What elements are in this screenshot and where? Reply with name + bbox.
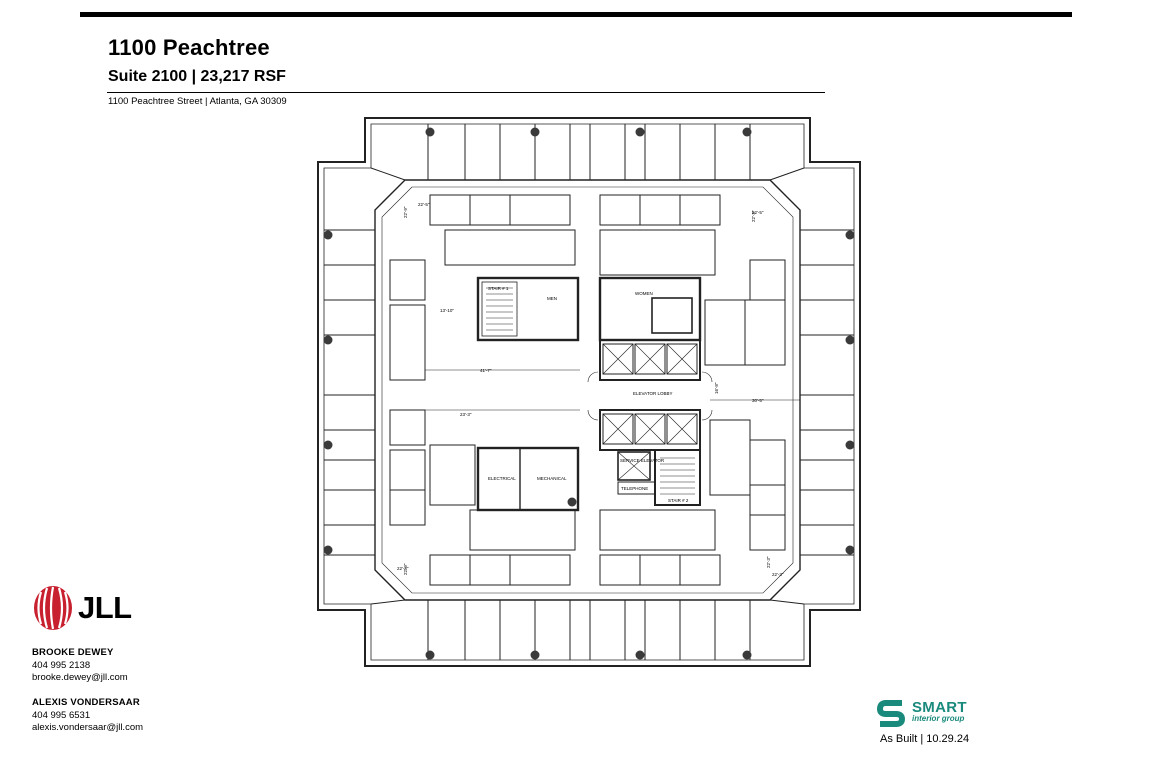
dimension-label: 22'-3": [751, 210, 756, 222]
dimension-label: 22'-9": [403, 206, 408, 218]
smart-mark-icon: [876, 700, 906, 727]
smart-tagline: interior group: [912, 714, 965, 723]
page-title: 1100 Peachtree: [108, 35, 270, 60]
floor-plan: STAIR # 1 MEN WOMEN ELEVATOR LOBBY ELECT…: [317, 117, 861, 667]
contact-card: ALEXIS VONDERSAAR 404 995 6531 alexis.vo…: [32, 697, 143, 735]
label-men: MEN: [547, 296, 557, 301]
top-rule: [80, 12, 1072, 17]
label-women: WOMEN: [635, 291, 653, 296]
label-electrical: ELECTRICAL: [488, 476, 516, 481]
as-built-date: As Built | 10.29.24: [880, 733, 970, 745]
dimension-label: 13'-10": [440, 308, 454, 313]
contact-name: ALEXIS VONDERSAAR: [32, 697, 140, 708]
contact-phone: 404 995 6531: [32, 709, 91, 721]
label-stair1: STAIR # 1: [488, 286, 509, 291]
contact-name: BROOKE DEWEY: [32, 647, 114, 658]
contact-card: BROOKE DEWEY 404 995 2138 brooke.dewey@j…: [32, 647, 128, 685]
label-stair2: STAIR # 2: [668, 498, 689, 503]
contact-email[interactable]: alexis.vondersaar@jll.com: [32, 722, 144, 733]
address: 1100 Peachtree Street | Atlanta, GA 3030…: [108, 96, 287, 107]
contact-email[interactable]: brooke.dewey@jll.com: [32, 672, 128, 683]
dimension-label: 41'-7": [480, 368, 492, 373]
smart-logo: SMART interior group: [876, 698, 967, 728]
dimension-label: 22'-5": [418, 202, 430, 207]
dimension-label: 16'-8": [714, 382, 719, 394]
dimension-label: 22'-3": [772, 572, 784, 577]
dimension-label: 22'-9": [403, 563, 408, 575]
label-service-elevator: SERVICE ELEVATOR: [620, 458, 665, 463]
header-divider: [107, 92, 825, 93]
suite-subtitle: Suite 2100 | 23,217 RSF: [108, 68, 286, 85]
dimension-label: 22'-4": [397, 566, 409, 571]
jll-wordmark: JLL: [78, 590, 132, 625]
label-telephone: TELEPHONE: [621, 486, 648, 491]
dimension-label: 22'-3": [766, 556, 771, 568]
contact-phone: 404 995 2138: [32, 659, 91, 671]
dimension-label: 23'-3": [460, 412, 472, 417]
smart-wordmark: SMART: [912, 699, 967, 716]
dimension-label: 30'-5": [752, 398, 764, 403]
jll-mark-icon: [34, 586, 72, 630]
jll-logo: JLL: [32, 584, 132, 632]
dimension-label: 22'-5": [752, 210, 764, 215]
label-mechanical: MECHANICAL: [537, 476, 567, 481]
label-elevator-lobby: ELEVATOR LOBBY: [633, 391, 673, 396]
